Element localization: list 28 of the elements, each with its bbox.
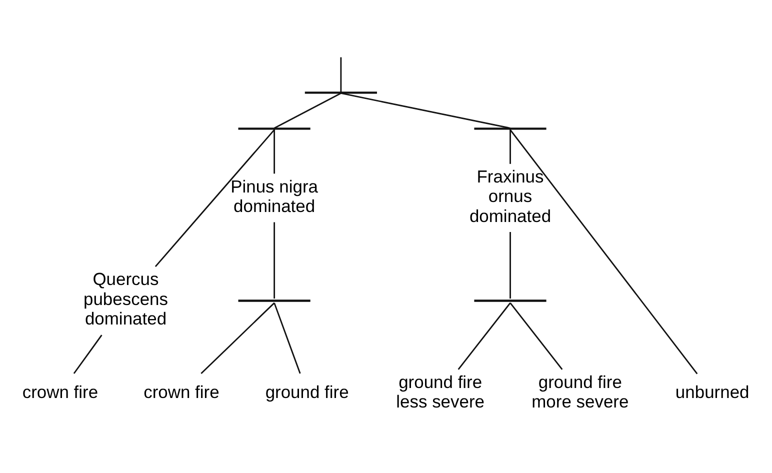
node-text: Quercus pubescens dominated [84, 268, 168, 328]
connector [458, 302, 511, 370]
connector [510, 128, 698, 374]
node-text: Fraxinus ornus dominated [469, 166, 552, 226]
connector [274, 92, 342, 128]
connector [154, 128, 275, 267]
node-bar [474, 127, 546, 130]
connector [274, 302, 301, 374]
node-text: crown fire [22, 381, 98, 402]
connector [340, 56, 342, 92]
connector [73, 334, 102, 374]
connector [510, 128, 511, 164]
connector [510, 231, 511, 298]
connector [274, 128, 276, 174]
node-text: Pinus nigra dominated [230, 176, 318, 216]
connector [340, 92, 510, 128]
connector [200, 302, 275, 374]
node-bar [238, 299, 310, 302]
node-text: ground fire [265, 381, 349, 402]
connector [274, 222, 276, 298]
node-text: crown fire [144, 381, 220, 402]
node-bar [474, 299, 546, 302]
node-text: ground fire less severe [396, 371, 485, 412]
node-bar [304, 91, 377, 94]
node-bar [238, 127, 310, 130]
connector [510, 302, 563, 370]
node-text: unburned [675, 381, 750, 402]
node-text: ground fire more severe [532, 371, 629, 412]
